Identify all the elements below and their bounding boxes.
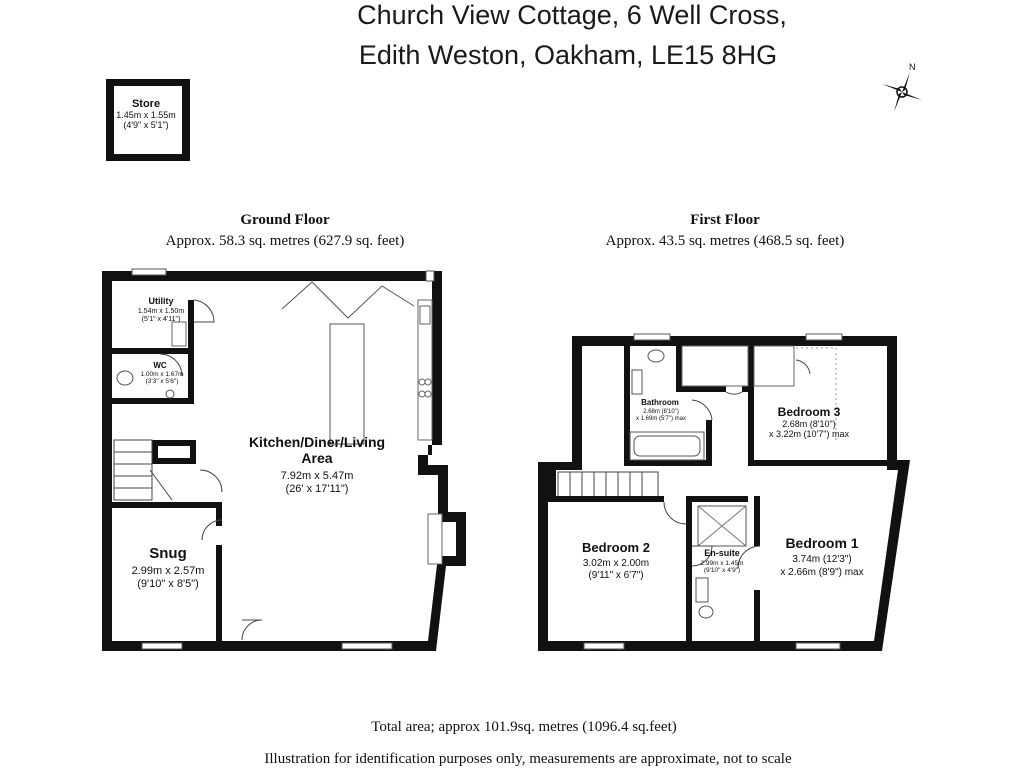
ground-floor-label: Ground Floor [240, 212, 330, 228]
bedroom1-dim-ft: x 2.66m (8'9") max [780, 567, 863, 578]
bedroom1-dim-m: 3.74m (12'3") [792, 554, 851, 565]
store-dim-ft: (4'9" x 5'1") [123, 120, 168, 130]
ground-floor-plan: Utility 1.54m x 1.50m (5'1" x 4'11") WC … [102, 268, 466, 651]
store-dim-m: 1.45m x 1.55m [116, 110, 176, 120]
kitchen-label-line-2: Area [301, 450, 332, 466]
ensuite-dim-m: 2.99m x 1.45m [701, 560, 744, 567]
bathroom-label: Bathroom [641, 398, 679, 407]
kitchen-label-line-1: Kitchen/Diner/Living [249, 434, 385, 450]
store-room: Store 1.45m x 1.55m (4'9" x 5'1") [106, 79, 190, 161]
bedroom2-dim-ft: (9'11" x 6'7") [588, 570, 643, 581]
bedroom1-label: Bedroom 1 [785, 535, 858, 551]
snug-dim-ft: (9'10" x 8'5") [137, 578, 199, 590]
snug-dim-m: 2.99m x 2.57m [132, 565, 205, 577]
ensuite-label: En-suite [704, 548, 740, 558]
bedroom2-label: Bedroom 2 [582, 540, 650, 555]
utility-label: Utility [148, 296, 173, 306]
compass-icon: N [882, 62, 922, 112]
snug-label: Snug [149, 545, 187, 562]
compass-north-label: N [909, 62, 916, 72]
wc-label: WC [153, 361, 167, 370]
bathroom-dim-ft: x 1.69m (5'7") max [636, 416, 686, 422]
kitchen-dim-ft: (26' x 17'11") [286, 483, 349, 495]
title-line-2: Edith Weston, Oakham, LE15 8HG [359, 40, 777, 70]
ground-floor-area: Approx. 58.3 sq. metres (627.9 sq. feet) [166, 233, 405, 249]
bathroom-dim-m: 2.68m (8'10") [643, 409, 679, 415]
first-floor-area: Approx. 43.5 sq. metres (468.5 sq. feet) [606, 233, 845, 249]
ensuite-dim-ft: (9'10" x 4'9") [704, 567, 740, 574]
utility-dim-m: 1.54m x 1.50m [138, 308, 184, 315]
store-label: Store [132, 98, 160, 110]
title-line-1: Church View Cottage, 6 Well Cross, [357, 0, 787, 30]
bedroom3-label: Bedroom 3 [778, 405, 841, 419]
total-area: Total area; approx 101.9sq. metres (1096… [371, 719, 677, 735]
bedroom3-dim-ft: x 3.22m (10'7") max [769, 429, 849, 439]
bedroom3-dim-m: 2.68m (8'10") [782, 419, 835, 429]
kitchen-dim-m: 7.92m x 5.47m [281, 470, 354, 482]
utility-dim-ft: (5'1" x 4'11") [142, 316, 181, 323]
bedroom2-dim-m: 3.02m x 2.00m [583, 558, 649, 569]
wc-dim-m: 1.00m x 1.67m [141, 371, 184, 378]
disclaimer: Illustration for identification purposes… [264, 751, 792, 767]
first-floor-label: First Floor [690, 212, 760, 228]
wc-dim-ft: (3'3" x 5'6") [146, 378, 179, 385]
first-floor-plan: Bathroom 2.68m (8'10") x 1.69m (5'7") ma… [538, 333, 910, 651]
